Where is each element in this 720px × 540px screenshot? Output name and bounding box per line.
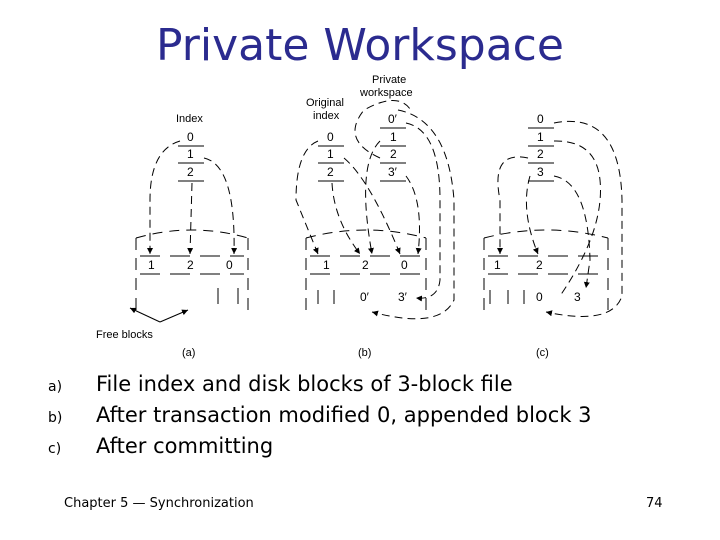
list-marker: b) [48,410,63,426]
disk-block: 0 [536,290,543,304]
original-index-label: index [313,110,340,122]
disk-block: 1 [148,258,155,272]
disk-block: 1 [323,258,330,272]
disk-block: 1 [494,258,501,272]
index-entry: 2 [537,147,544,161]
disk-block: 2 [536,258,543,272]
caption-b: (b) [358,347,371,359]
index-entry: 3 [537,165,544,179]
list-item: c) After committing [48,434,592,465]
disk-block: 0 [401,258,408,272]
free-blocks-label: Free blocks [96,329,153,341]
disk-block: 0 [226,258,233,272]
list-marker: c) [48,441,62,457]
private-entry: 0′ [388,112,398,126]
index-entry: 1 [537,130,544,144]
caption-a: (a) [182,347,195,359]
panel-c: 0 1 2 3 1 2 0 3 (c) [483,112,623,359]
index-entry: 0 [537,112,544,126]
original-index-label: Original [306,97,344,109]
panel-a: Index 0 1 2 1 2 0 Free blocks (a) [96,113,249,359]
private-workspace-label: Private [372,74,406,86]
index-entry: 2 [187,165,194,179]
private-workspace-diagram: Index 0 1 2 1 2 0 Free blocks (a) Origin… [96,74,623,359]
disk-block: 0′ [360,290,370,304]
original-entry: 0 [327,130,334,144]
list-text: File index and disk blocks of 3-block fi… [96,372,513,396]
disk-block: 2 [187,258,194,272]
list-marker: a) [48,379,63,395]
disk-block: 2 [362,258,369,272]
slide-title: Private Workspace [156,20,564,71]
list-text: After committing [96,434,274,458]
private-entry: 1 [390,130,397,144]
list-text: After transaction modified 0, appended b… [96,403,592,427]
page-number: 74 [646,496,663,511]
index-label: Index [176,113,203,125]
panel-b: Original index Private workspace 0 1 2 0… [295,74,455,359]
private-entry: 3′ [388,165,398,179]
caption-c: (c) [536,347,549,359]
list-item: b) After transaction modified 0, appende… [48,403,592,434]
original-entry: 1 [327,147,334,161]
list-item: a) File index and disk blocks of 3-block… [48,372,592,403]
original-entry: 2 [327,165,334,179]
index-entry: 1 [187,147,194,161]
bullet-list: a) File index and disk blocks of 3-block… [48,372,592,465]
private-workspace-label: workspace [359,87,413,99]
private-entry: 2 [390,147,397,161]
disk-block: 3′ [398,290,408,304]
disk-block: 3 [574,290,581,304]
footer-text: Chapter 5 — Synchronization [64,496,254,511]
index-entry: 0 [187,130,194,144]
